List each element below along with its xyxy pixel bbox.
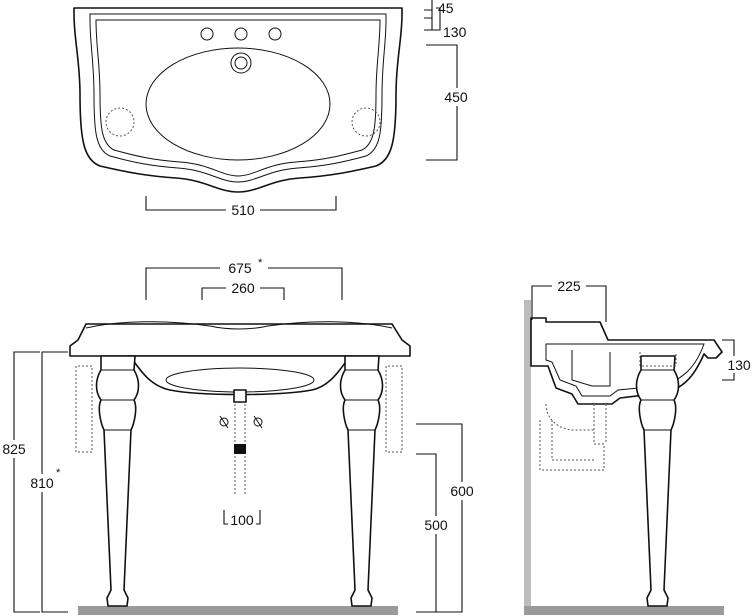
- side-wall: [524, 300, 531, 612]
- dim-line-45: [424, 0, 433, 30]
- front-basin-rim: [69, 323, 411, 357]
- front-valve-left: [219, 417, 229, 427]
- side-leg: [635, 355, 680, 607]
- overflow-hole: [230, 52, 252, 74]
- dim-label-130-side: 130: [727, 357, 751, 373]
- dim-label-450: 450: [444, 89, 468, 105]
- dim-label-260: 260: [231, 280, 255, 296]
- dim-line-130: [424, 7, 441, 31]
- side-ghost-leg: [639, 352, 677, 367]
- leg-position-right: [351, 107, 381, 137]
- front-leg-left-ring: [101, 369, 134, 431]
- ghost-leg-left: [75, 365, 93, 453]
- front-trap: [234, 444, 246, 454]
- side-waste-pipe: [593, 404, 607, 445]
- front-valve-ticks: [219, 415, 263, 429]
- side-leg-ring: [641, 369, 674, 431]
- dim-mark-675: *: [258, 257, 263, 269]
- front-view: 675 * 260 100 825 810 * 600 500: [0, 257, 478, 615]
- tap-hole-center: [234, 27, 248, 41]
- basin-bowl: [145, 47, 331, 161]
- dim-mark-810: *: [56, 467, 61, 479]
- front-waste-outlet: [233, 389, 247, 403]
- front-leg-left: [95, 355, 140, 607]
- side-bowl-depth: [571, 350, 611, 387]
- front-basin-bowl: [129, 355, 351, 396]
- side-floor: [524, 606, 724, 615]
- front-leg-right: [339, 355, 384, 607]
- tap-hole-left: [200, 27, 214, 41]
- dim-line-600: [416, 423, 463, 613]
- dim-line-825: [13, 351, 40, 613]
- dim-label-100: 100: [230, 512, 254, 528]
- top-view-rim-inner: [95, 19, 381, 177]
- front-valve-right: [253, 417, 263, 427]
- overflow-hole-inner: [234, 56, 248, 70]
- ghost-leg-right: [385, 365, 403, 453]
- top-view: 510 450 45 130: [73, 0, 472, 218]
- top-view-rim: [89, 13, 387, 183]
- dim-label-675: 675: [228, 260, 252, 276]
- front-basin-wave: [85, 321, 393, 330]
- front-floor: [78, 606, 398, 615]
- dim-label-825: 825: [2, 441, 26, 457]
- side-basin-back: [530, 317, 723, 405]
- top-view-outline: [73, 7, 403, 193]
- dim-label-810: 810: [30, 475, 54, 491]
- dim-label-130-top: 130: [443, 24, 467, 40]
- front-leg-right-ring: [345, 369, 378, 431]
- dim-label-510: 510: [231, 202, 255, 218]
- dim-label-500: 500: [424, 517, 448, 533]
- dim-label-600: 600: [450, 483, 474, 499]
- dim-label-45: 45: [438, 0, 454, 16]
- side-trap: [539, 403, 605, 471]
- dim-label-225: 225: [557, 278, 581, 294]
- leg-position-left: [105, 107, 135, 137]
- side-view: 225 130: [524, 277, 752, 615]
- tap-hole-right: [268, 27, 282, 41]
